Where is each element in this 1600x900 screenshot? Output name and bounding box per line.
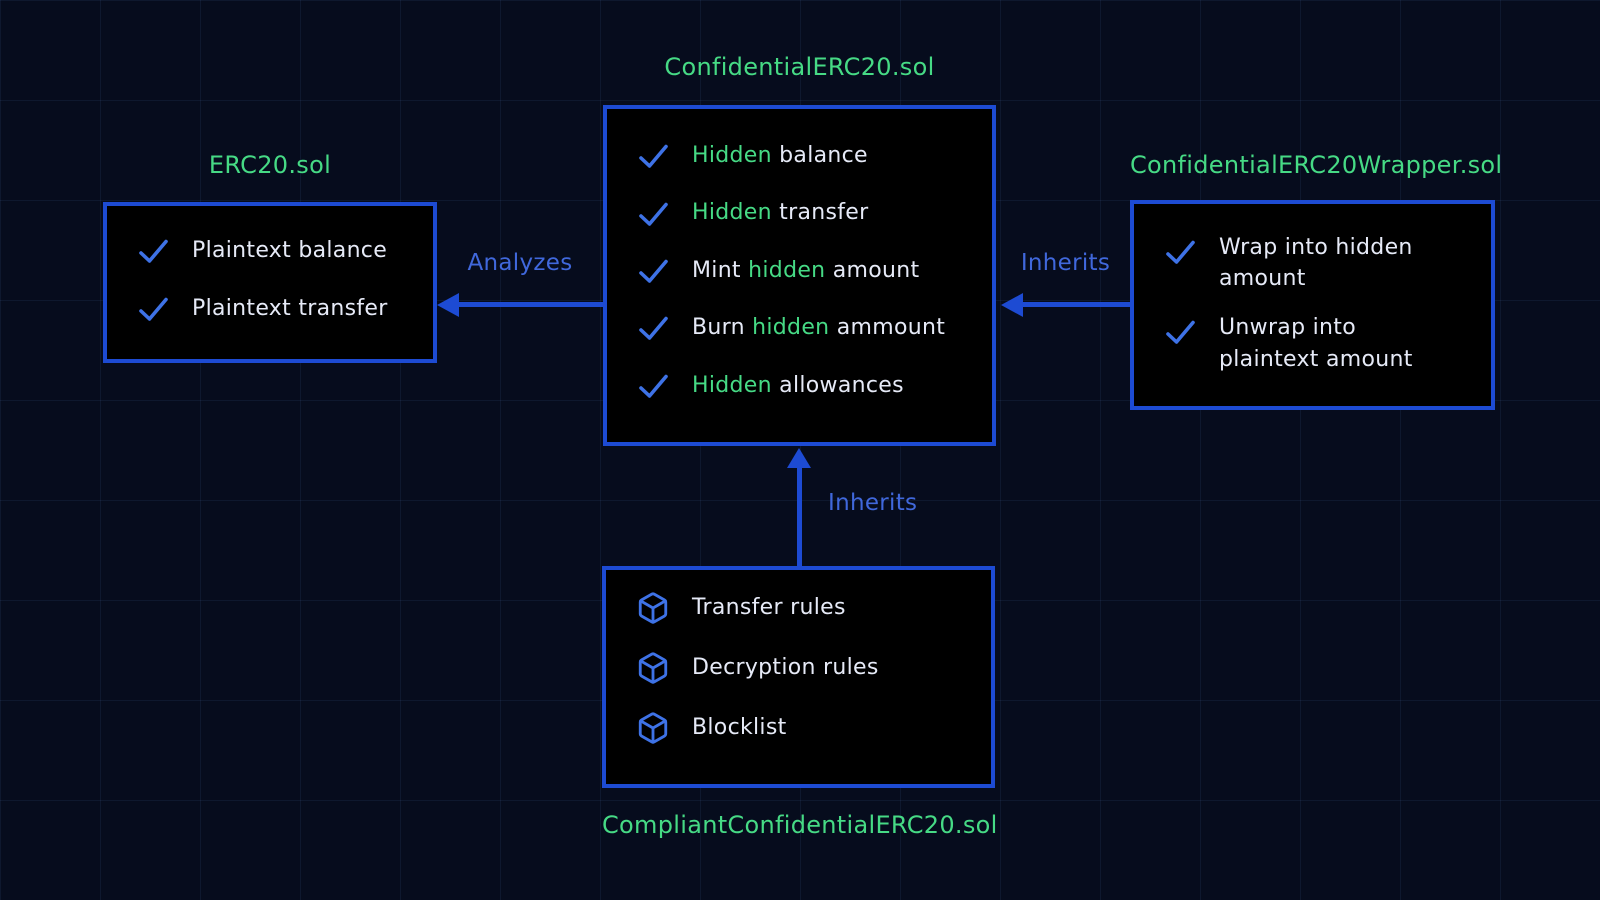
item-text: Transfer rules [692, 595, 846, 621]
list-item: Plaintext balance [107, 222, 433, 280]
check-icon [137, 234, 170, 267]
inherits-right-edge-label: Inherits [1020, 250, 1111, 276]
check-icon [637, 139, 670, 172]
wrapper-title: ConfidentialERC20Wrapper.sol [1130, 151, 1503, 179]
inherits-bottom-edge-line [797, 466, 802, 566]
check-icon [637, 311, 670, 344]
compliant-title: CompliantConfidentialERC20.sol [602, 811, 998, 839]
list-item: Blocklist [606, 698, 991, 758]
list-item: Decryption rules [606, 638, 991, 698]
list-item: Hidden balance [607, 127, 992, 184]
erc20-title: ERC20.sol [208, 151, 332, 179]
check-icon [637, 254, 670, 287]
item-text: Plaintext balance [192, 238, 388, 264]
analyzes-edge-label: Analyzes [467, 250, 573, 276]
item-text: Hidden balance [692, 143, 868, 169]
item-text: Blocklist [692, 715, 787, 741]
check-icon [637, 197, 670, 230]
item-text: Wrap into hidden amount [1219, 235, 1413, 292]
item-text: Decryption rules [692, 655, 879, 681]
item-text: Unwrap into plaintext amount [1219, 315, 1413, 372]
list-item: Unwrap into plaintext amount [1134, 312, 1491, 374]
arrow-up-icon [787, 448, 811, 468]
confidential-erc20-title: ConfidentialERC20.sol [664, 53, 935, 81]
check-icon [1164, 315, 1197, 348]
analyzes-edge-line [456, 302, 603, 307]
item-text: Hidden transfer [692, 200, 869, 226]
arrow-left-icon [1001, 293, 1023, 317]
arrow-left-icon [437, 293, 459, 317]
inherits-right-edge-line [1021, 302, 1130, 307]
check-icon [1164, 235, 1197, 268]
list-item: Plaintext transfer [107, 280, 433, 338]
inherits-bottom-edge-label: Inherits [828, 490, 918, 516]
cube-icon [636, 711, 670, 745]
item-text: Hidden allowances [692, 372, 904, 398]
list-item: Wrap into hidden amount [1134, 232, 1491, 294]
list-item: Transfer rules [606, 578, 991, 638]
check-icon [637, 369, 670, 402]
item-text: Plaintext transfer [192, 295, 388, 321]
cube-icon [636, 591, 670, 625]
cube-icon [636, 651, 670, 685]
item-text: Burn hidden ammount [692, 315, 946, 341]
list-item: Mint hidden amount [607, 242, 992, 299]
list-item: Hidden allowances [607, 357, 992, 414]
check-icon [137, 292, 170, 325]
item-text: Mint hidden amount [692, 257, 920, 283]
list-item: Burn hidden ammount [607, 299, 992, 356]
list-item: Hidden transfer [607, 184, 992, 241]
